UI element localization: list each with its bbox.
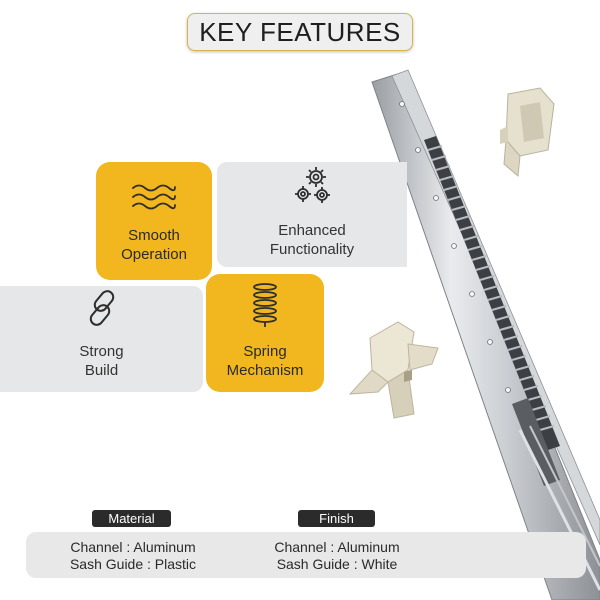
feature-label: Strong Build xyxy=(79,343,124,379)
feature-label: Enhanced Functionality xyxy=(269,222,355,258)
finish-sash-guide-text: Sash Guide : White xyxy=(276,556,398,572)
waves-icon xyxy=(132,184,176,210)
sash-guide-clip-top-image xyxy=(500,87,555,178)
feature-tile-spring-mechanism: Spring Mechanism xyxy=(206,274,324,392)
finish-channel-text: Channel : Aluminum xyxy=(274,539,400,555)
feature-label: Smooth Operation xyxy=(121,227,187,263)
feature-tile-strong-build: Strong Build xyxy=(0,286,203,392)
material-channel-text: Channel : Aluminum xyxy=(70,539,196,555)
gears-icon xyxy=(295,167,330,203)
spring-coil-icon xyxy=(253,283,277,327)
material-values: Channel : Aluminum Sash Guide : Plastic xyxy=(50,539,216,573)
finish-heading: Finish xyxy=(298,510,375,527)
feature-label: Spring Mechanism xyxy=(226,343,304,379)
chain-link-icon xyxy=(89,290,114,326)
sash-guide-clip-side-image xyxy=(348,321,439,419)
material-heading: Material xyxy=(92,510,171,527)
specs-bar xyxy=(26,532,586,578)
feature-tile-enhanced-functionality: Enhanced Functionality xyxy=(217,162,407,267)
material-sash-guide-text: Sash Guide : Plastic xyxy=(69,556,197,572)
page-title: KEY FEATURES xyxy=(187,13,413,51)
feature-tile-smooth-operation: Smooth Operation xyxy=(96,162,212,280)
finish-values: Channel : Aluminum Sash Guide : White xyxy=(254,539,420,573)
